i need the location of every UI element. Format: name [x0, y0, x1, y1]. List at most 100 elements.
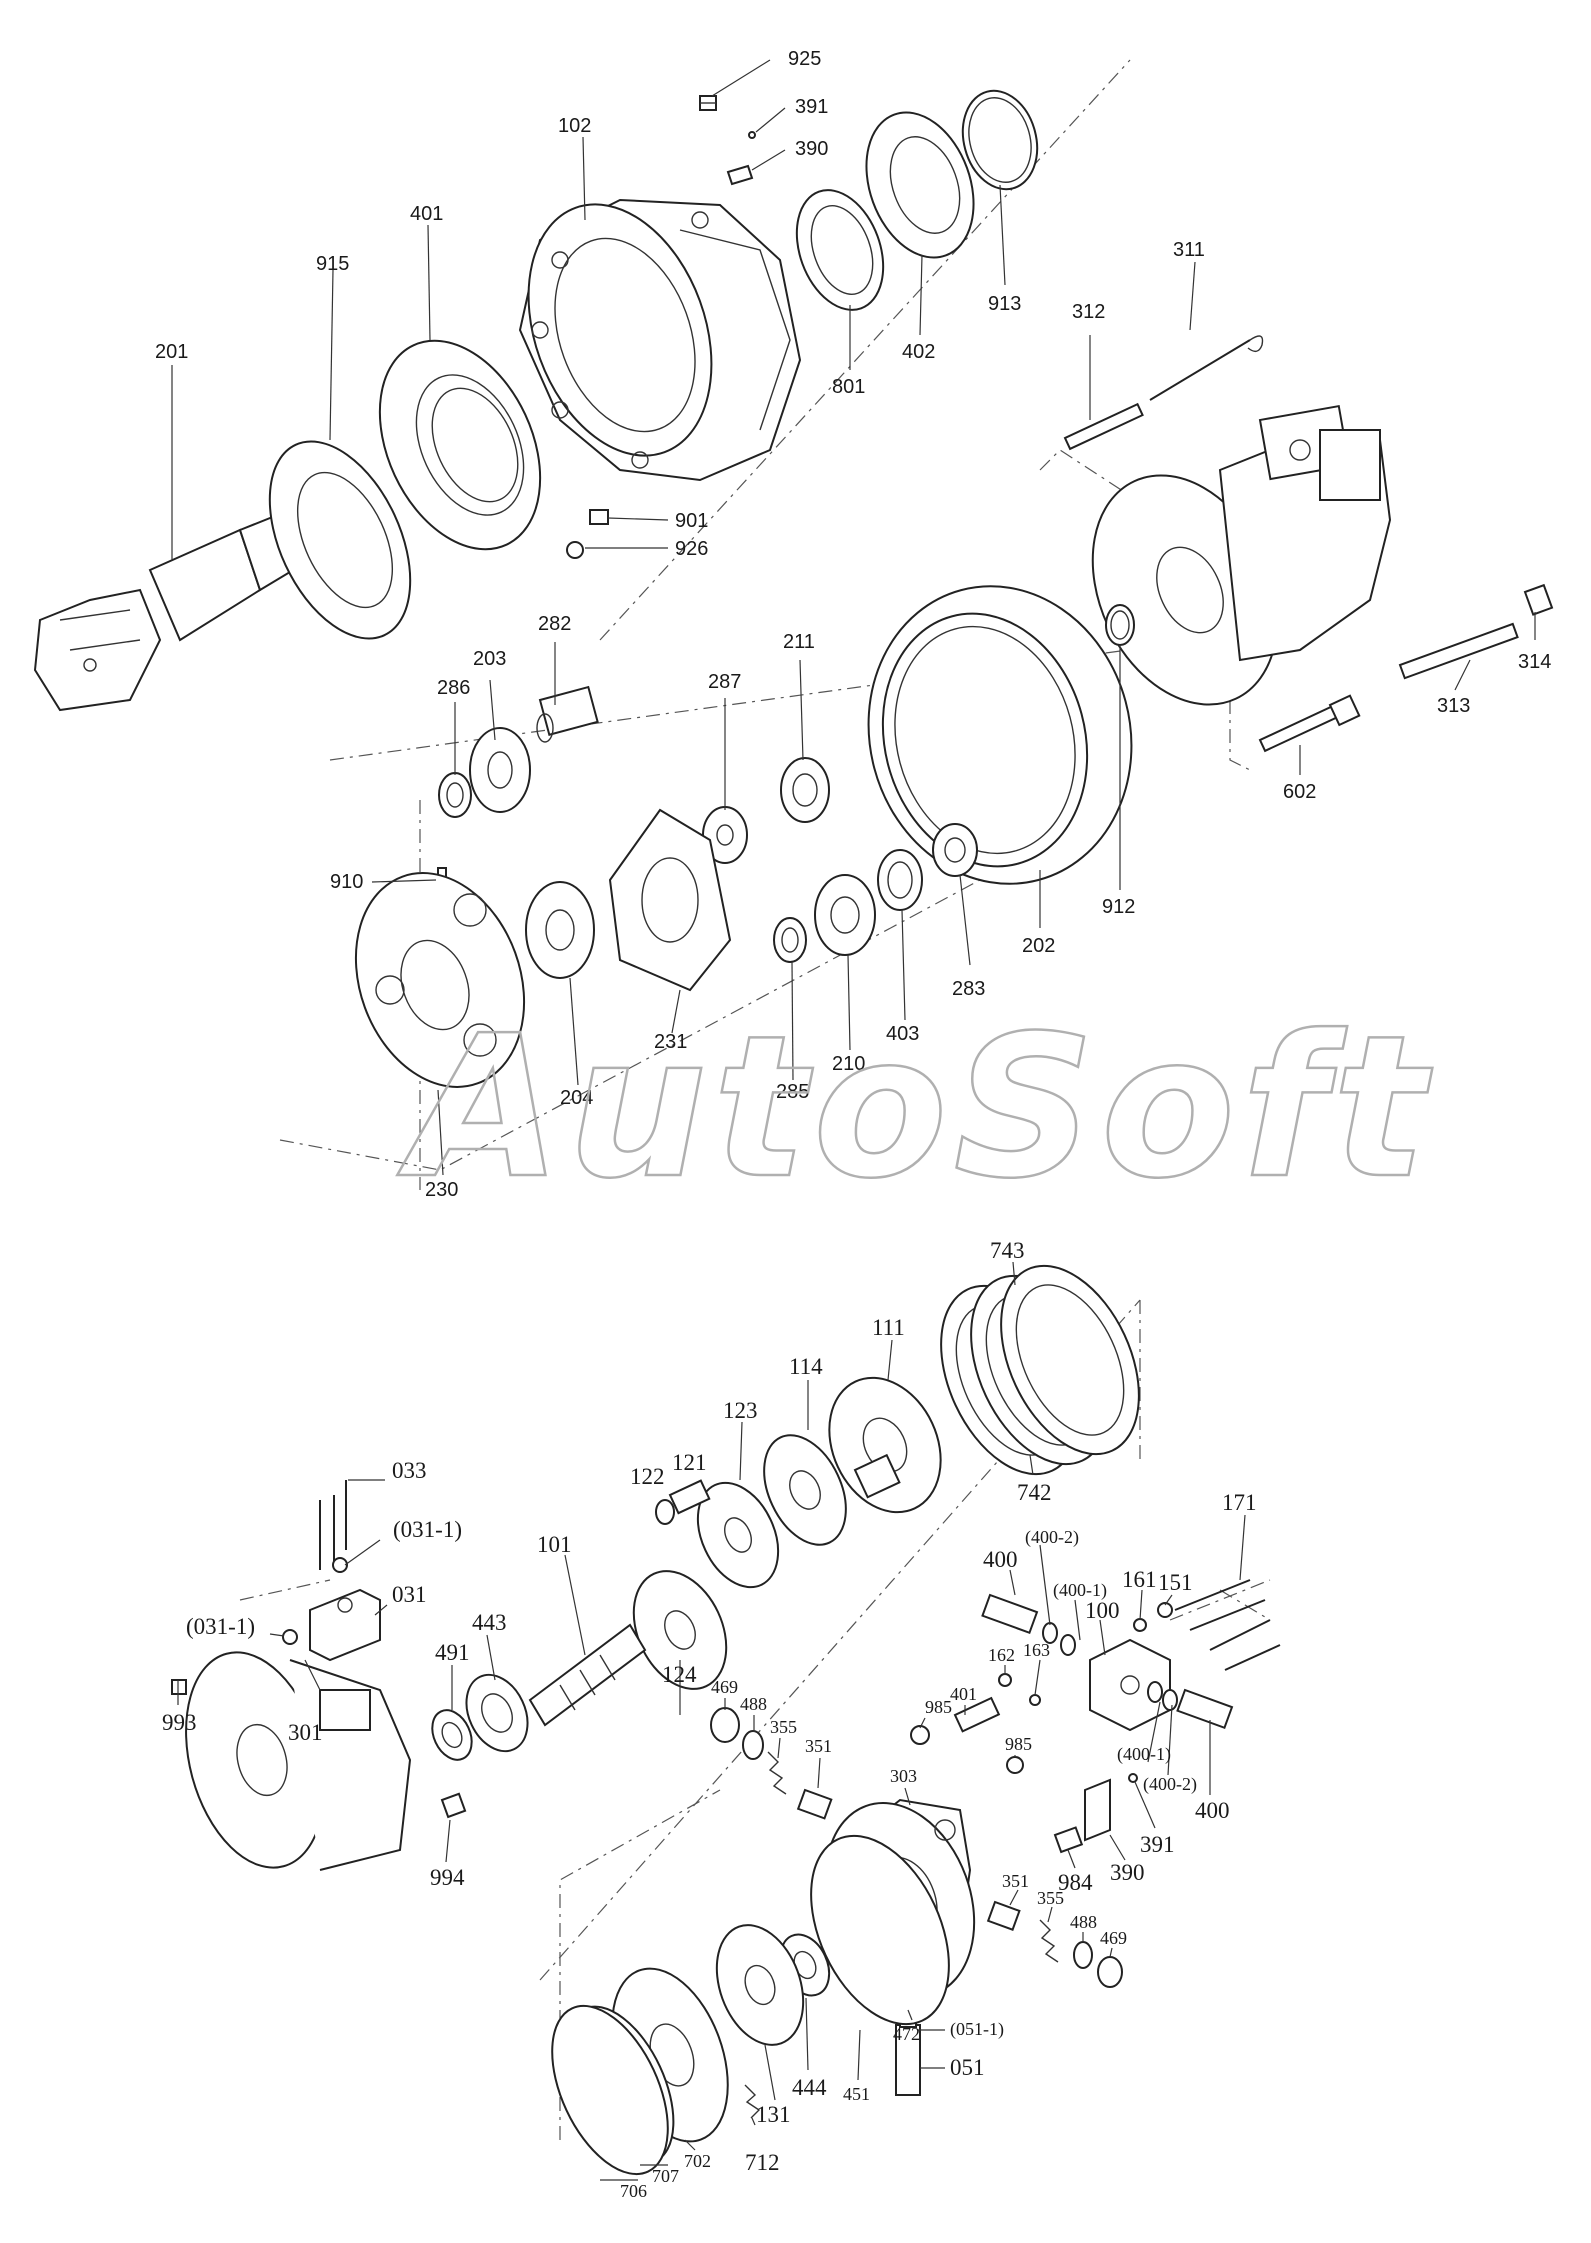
- label-101: 101: [537, 1532, 572, 1557]
- pin-391: [748, 131, 756, 139]
- bolt-602: [1258, 694, 1361, 753]
- label-712: 712: [745, 2150, 780, 2175]
- label-801: 801: [832, 376, 865, 398]
- label-391: 391: [795, 96, 828, 118]
- casing-301: [185, 1651, 412, 1871]
- lower-assembly: 743 111 114 123 742 033 122 121 (031-1) …: [162, 1238, 1281, 2201]
- pin-282: [536, 685, 599, 743]
- label-913: 913: [988, 293, 1021, 315]
- label-400-1-upper: (400-1): [1053, 1580, 1107, 1601]
- o-ring-706: [551, 2004, 669, 2176]
- label-033: 033: [392, 1458, 427, 1483]
- plug-925: [699, 95, 717, 111]
- planet-gear-203: [469, 727, 531, 813]
- label-231: 231: [654, 1031, 687, 1053]
- label-131: 131: [756, 2102, 791, 2127]
- label-488-left: 488: [740, 1694, 767, 1714]
- o-ring-162: [998, 1673, 1012, 1687]
- o-ring-488-right: [1073, 1941, 1093, 1969]
- spring-plate-114: [763, 1434, 847, 1546]
- label-351-left: 351: [805, 1736, 832, 1756]
- label-124: 124: [662, 1662, 697, 1687]
- planet-gear-210: [814, 874, 876, 956]
- bolts-171: [1174, 1579, 1281, 1671]
- plug-151: [1157, 1602, 1173, 1618]
- label-111: 111: [872, 1315, 905, 1340]
- label-993: 993: [162, 1710, 197, 1735]
- label-100: 100: [1085, 1598, 1120, 1623]
- plug-031-1-side: [282, 1629, 298, 1645]
- assembly-axis-line: [1169, 1579, 1271, 1621]
- label-303: 303: [890, 1766, 917, 1786]
- lower-leader-lines: [177, 1261, 1246, 2181]
- spacer-plate-915: [268, 440, 412, 640]
- label-287: 287: [708, 671, 741, 693]
- upper-leader-lines: [171, 59, 1536, 1176]
- label-926: 926: [675, 538, 708, 560]
- oil-seal-801: [795, 189, 885, 311]
- label-163: 163: [1023, 1640, 1050, 1660]
- label-706: 706: [620, 2181, 647, 2201]
- label-400-1-lower: (400-1): [1117, 1744, 1171, 1765]
- label-401: 401: [950, 1684, 977, 1704]
- spring-355-right: [1039, 1919, 1059, 1963]
- pipe-312: [1063, 402, 1144, 451]
- label-203: 203: [473, 648, 506, 670]
- label-151: 151: [1158, 1570, 1193, 1595]
- label-444: 444: [792, 2075, 827, 2100]
- relief-valve-400-upper: [981, 1593, 1076, 1656]
- spring-712: [744, 2084, 761, 2119]
- label-390: 390: [795, 138, 828, 160]
- valve-block-031: [309, 1588, 381, 1662]
- label-311: 311: [1173, 239, 1205, 261]
- label-201: 201: [155, 341, 188, 363]
- label-912: 912: [1102, 896, 1135, 918]
- spool-351-right: [986, 1900, 1021, 1931]
- label-282: 282: [538, 613, 571, 635]
- label-051-1: (051-1): [950, 2019, 1004, 2040]
- label-031-1-side: (031-1): [186, 1614, 255, 1639]
- label-451: 451: [843, 2084, 870, 2104]
- label-230: 230: [425, 1179, 458, 1201]
- bearing-401: [378, 339, 542, 551]
- plate-390: [1084, 1778, 1111, 1842]
- thrust-plate-283: [932, 823, 978, 877]
- label-985-upper: 985: [925, 1697, 952, 1717]
- label-202: 202: [1022, 935, 1055, 957]
- o-ring-488-left: [742, 1730, 764, 1760]
- label-742: 742: [1017, 1480, 1052, 1505]
- label-602: 602: [1283, 781, 1316, 803]
- label-390: 390: [1110, 1860, 1145, 1885]
- plug-469-left: [710, 1707, 740, 1743]
- bolts-033: [319, 1480, 347, 1570]
- eye-bolt-901: [589, 509, 609, 525]
- label-313: 313: [1437, 695, 1470, 717]
- bearing-443: [465, 1673, 529, 1753]
- label-469-right: 469: [1100, 1928, 1127, 1948]
- valve-401: [953, 1696, 1001, 1733]
- plug-993: [171, 1679, 187, 1695]
- assembly-axis-line: [559, 1789, 721, 2140]
- label-171: 171: [1222, 1490, 1257, 1515]
- label-122: 122: [630, 1464, 665, 1489]
- label-985-lower: 985: [1005, 1734, 1032, 1754]
- relief-valve-400-lower: [1147, 1681, 1234, 1730]
- label-301: 301: [288, 1720, 323, 1745]
- needle-bearing-403: [877, 849, 923, 911]
- piston-121: [655, 1479, 711, 1525]
- planet-gear-204: [525, 881, 595, 979]
- label-210: 210: [832, 1053, 865, 1075]
- cylinder-block-111: [828, 1376, 942, 1514]
- label-312: 312: [1072, 301, 1105, 323]
- label-031-1-top: (031-1): [393, 1517, 462, 1542]
- label-051: 051: [950, 2055, 985, 2080]
- drive-shaft-101: [528, 1623, 647, 1727]
- label-925: 925: [788, 48, 821, 70]
- o-ring-161: [1133, 1618, 1147, 1632]
- label-984: 984: [1058, 1870, 1093, 1895]
- pin-391: [1128, 1773, 1138, 1783]
- level-gauge-311: [1149, 335, 1264, 401]
- plug-994: [440, 1792, 467, 1819]
- snap-ring-912: [1105, 604, 1135, 646]
- thrust-washer-286: [438, 772, 472, 818]
